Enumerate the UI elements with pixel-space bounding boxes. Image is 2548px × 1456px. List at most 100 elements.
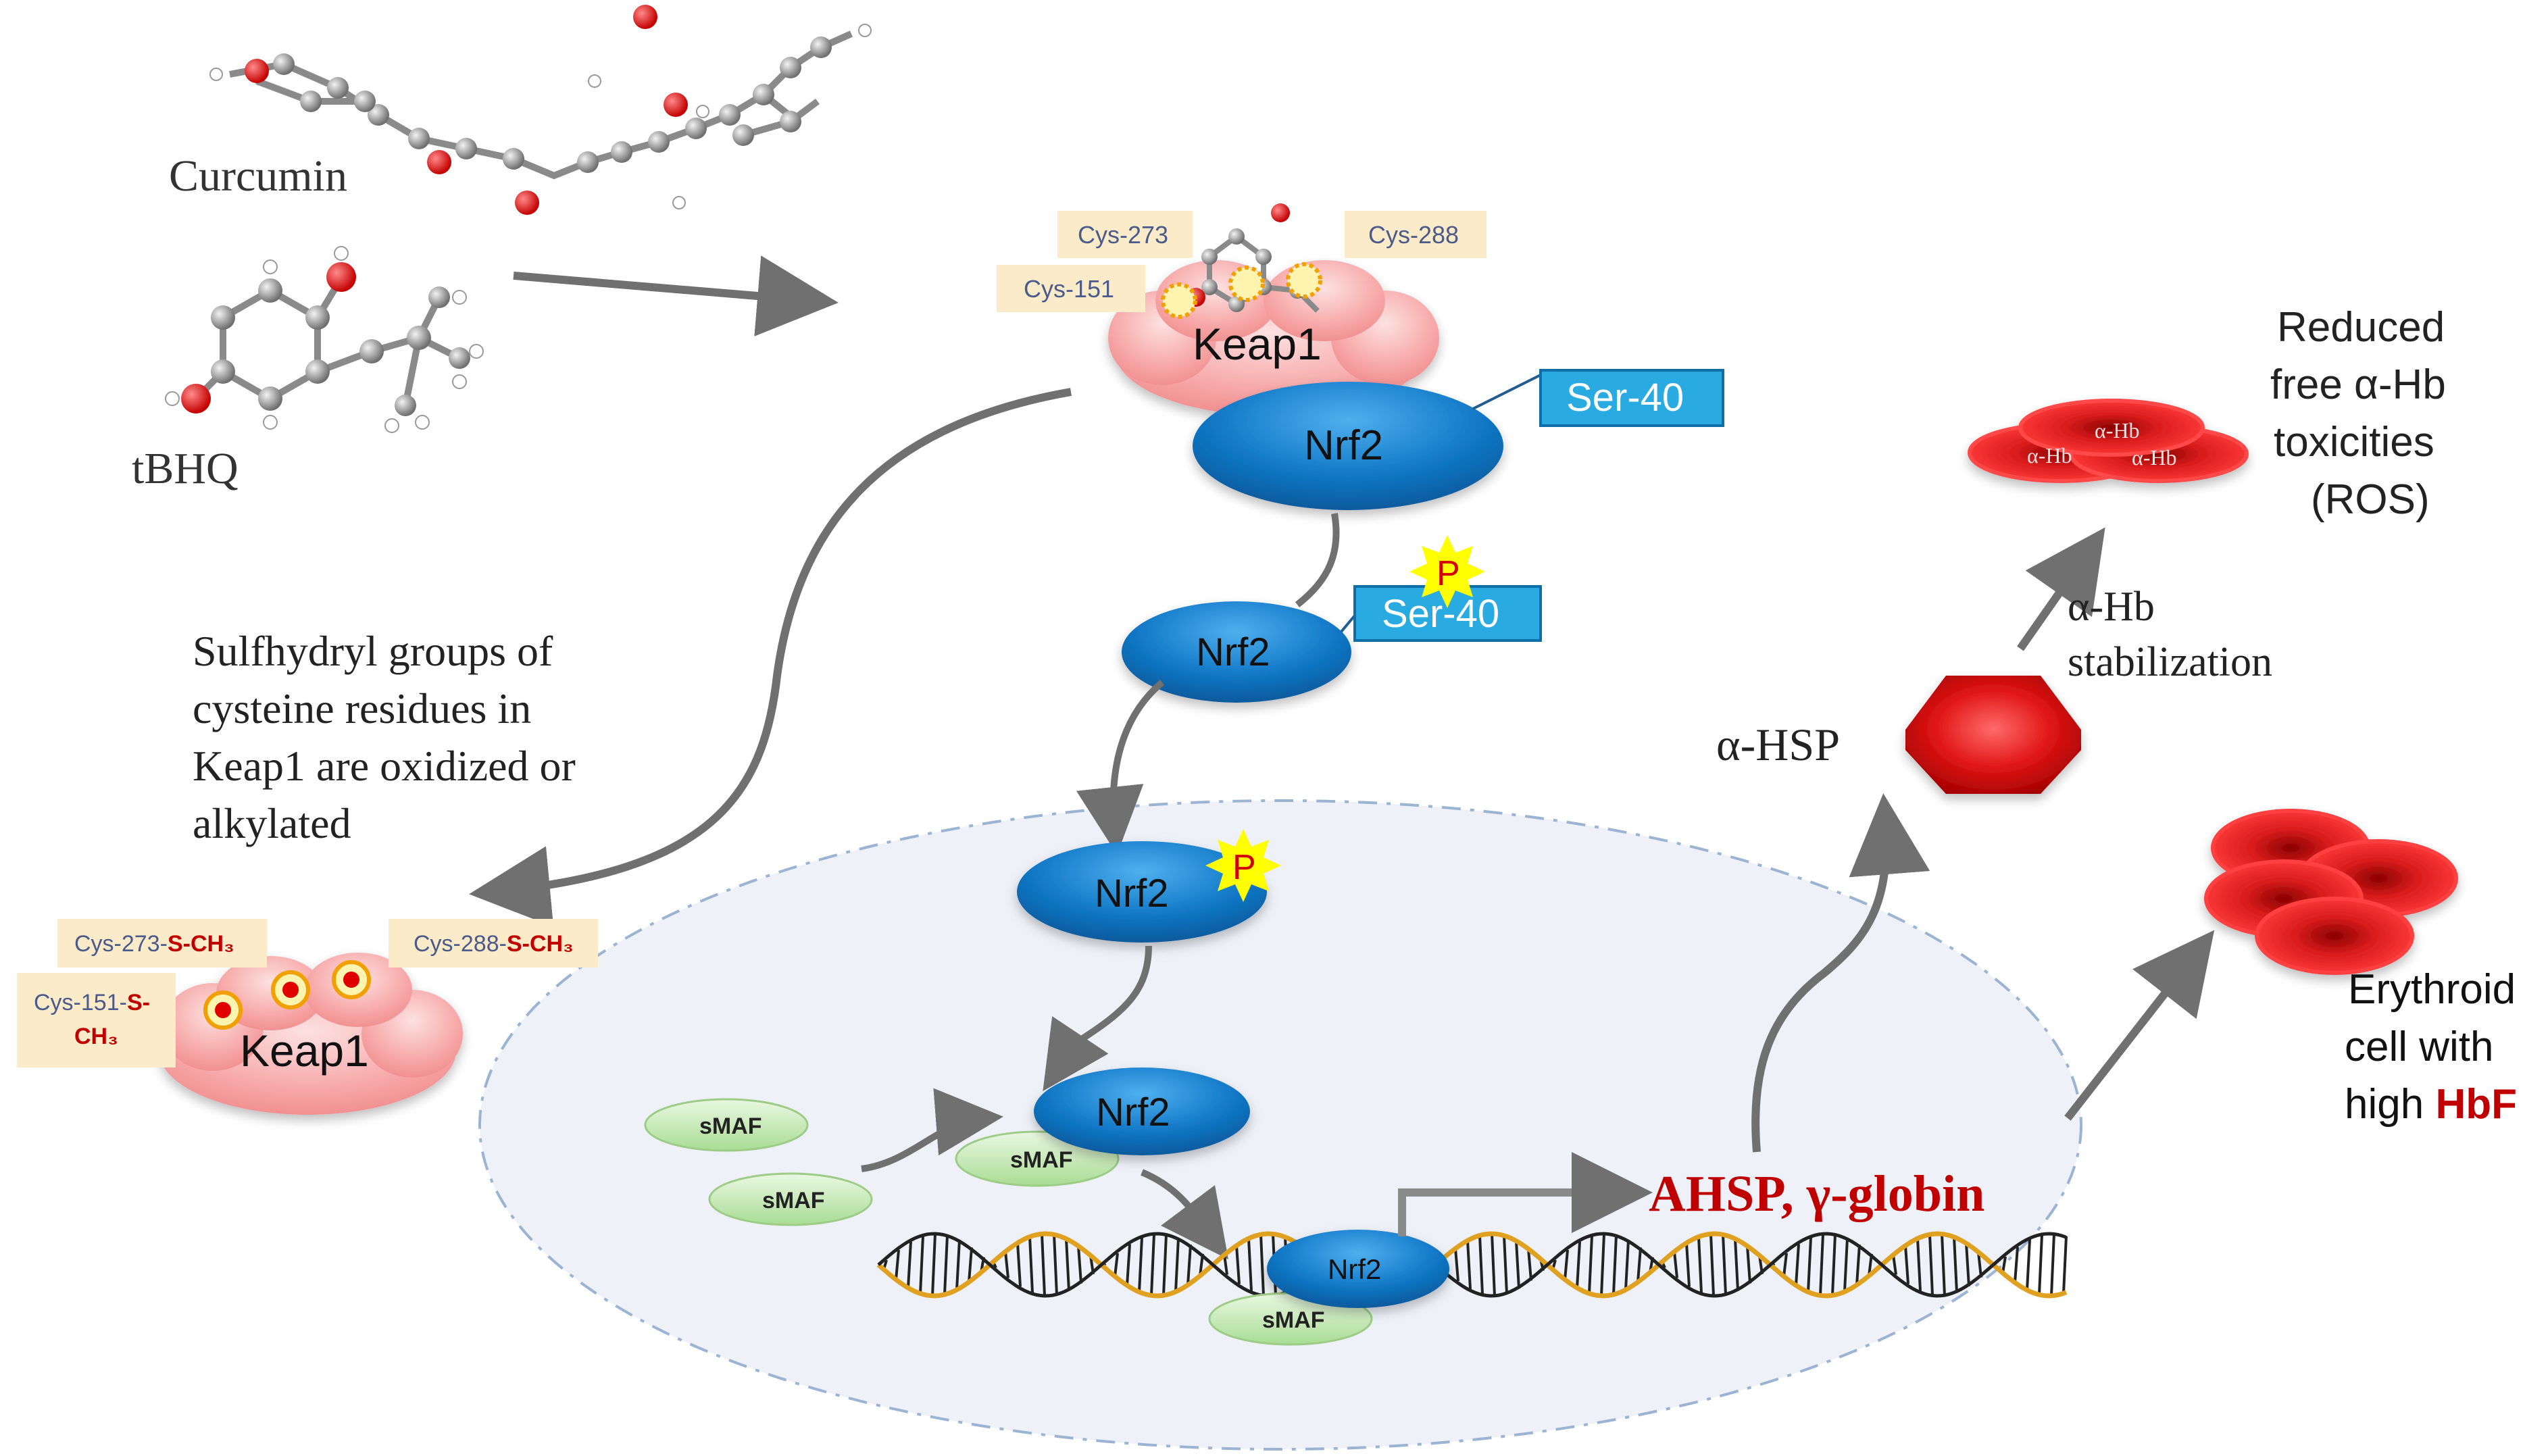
dna-rung: [1235, 1245, 1241, 1284]
arrow-to-dna: [1141, 1169, 1228, 1260]
dna-rung: [1004, 1251, 1009, 1278]
erythroid-hbf: HbF: [2435, 1081, 2517, 1128]
dna-rung: [1965, 1243, 1970, 1286]
reduced-line3: toxicities: [2274, 419, 2434, 466]
nrf2-dna-oval: [1267, 1230, 1449, 1308]
dna-rung: [1928, 1234, 1934, 1295]
cysteine-sites-bottom: [203, 960, 371, 1030]
stabilization-line2: stabilization: [2068, 639, 2272, 685]
smaf-dna-label: sMAF: [1262, 1307, 1325, 1333]
cys288-mod: S-CH₃: [507, 931, 574, 957]
dna-rung: [955, 1239, 961, 1290]
ser40-connector-top: [1472, 374, 1541, 410]
dna-rung: [1600, 1234, 1605, 1296]
dna-rung: [1624, 1239, 1630, 1290]
dna-rung: [1953, 1236, 1958, 1293]
dna-rung: [1138, 1237, 1143, 1292]
dna-rung: [1576, 1241, 1581, 1288]
smaf-free-2-label: sMAF: [762, 1188, 825, 1213]
cys288-base: Cys-288-: [414, 931, 507, 957]
molecules-to-keap1-arrow: [513, 255, 839, 336]
phosphate-p-phospho: P: [1232, 848, 1256, 887]
oxidation-note-line4: alkylated: [193, 799, 351, 847]
cys288-label-top: Cys-288: [1368, 221, 1459, 249]
dna-rung: [1114, 1253, 1119, 1277]
dna-rung: [1819, 1234, 1824, 1296]
smaf-dimer-label: sMAF: [1010, 1147, 1073, 1173]
smaf-free-1: [644, 1098, 809, 1152]
dna-rung: [1247, 1238, 1253, 1292]
phosphate-star-mid: [1409, 535, 1485, 608]
erythroid-line3: high HbF: [2345, 1081, 2517, 1128]
dna-rung: [1843, 1238, 1849, 1292]
erythroid-line2: cell with: [2345, 1024, 2494, 1070]
dna-rung: [907, 1241, 912, 1288]
nrf2-dimer-oval: [1034, 1068, 1250, 1155]
dna-rung: [1904, 1245, 1909, 1284]
dna-rung: [1016, 1242, 1022, 1287]
dna-rung: [1722, 1234, 1727, 1295]
arrow-to-dimer: [1043, 945, 1152, 1091]
cys273-tag-bottom: [57, 919, 267, 968]
nrf2-released-oval: [1122, 601, 1351, 703]
dna-rung: [1782, 1253, 1788, 1277]
dna-rung: [968, 1247, 973, 1282]
phosphate-p-mid: P: [1437, 554, 1460, 593]
dna-rung: [1612, 1234, 1618, 1295]
hb-cell-label-1: α-Hb: [2095, 418, 2140, 443]
nrf2-phospho-label: Nrf2: [1095, 872, 1169, 915]
dna-rung: [1126, 1244, 1131, 1286]
cys151-label-bottom-2: CH₃: [74, 1024, 118, 1049]
arrow-to-ahsp: [1751, 793, 1930, 1153]
dna-rung: [1685, 1242, 1691, 1287]
dna-rung: [1186, 1245, 1192, 1285]
arrow-keap1-oxidized: [469, 388, 1072, 927]
dna-rung: [2050, 1234, 2055, 1296]
nrf2-bound-oval: [1193, 382, 1503, 510]
nrf2-dimer-label: Nrf2: [1096, 1090, 1170, 1134]
target-genes-label: AHSP, γ-globin: [1649, 1165, 1984, 1222]
dna-rung: [1478, 1235, 1484, 1295]
dna-rung: [1259, 1234, 1265, 1295]
cys151-base: Cys-151-: [34, 990, 127, 1015]
reduced-line4: (ROS): [2311, 476, 2430, 523]
dna-rung: [1831, 1234, 1837, 1296]
dna-rung: [1892, 1255, 1897, 1275]
nrf2-bound-label: Nrf2: [1304, 422, 1383, 469]
dna-strand-a: [876, 1231, 2068, 1299]
dna-rung: [931, 1234, 936, 1296]
tbhq-label: tBHQ: [132, 444, 239, 493]
dna-rung: [1564, 1249, 1569, 1280]
dna-rung: [1174, 1238, 1180, 1292]
curcumin-molecule: [209, 5, 872, 215]
stabilization-line1: α-Hb: [2068, 584, 2155, 630]
cys273-base: Cys-273-: [74, 931, 168, 957]
dna-rung: [1503, 1235, 1508, 1295]
erythroid-line1: Erythroid: [2348, 966, 2516, 1013]
dna-rung: [1734, 1238, 1739, 1291]
cys273-mod: S-CH₃: [168, 931, 234, 957]
cys288-tag-top: [1345, 211, 1487, 258]
dna-rung: [919, 1236, 924, 1294]
arrow-to-nucleus: [1076, 680, 1165, 855]
curcumin-label: Curcumin: [169, 151, 347, 201]
dna-rung: [1637, 1247, 1642, 1282]
dna-rung: [1077, 1246, 1082, 1284]
cys151-mod: S-: [127, 990, 150, 1015]
dna-rung: [1041, 1234, 1046, 1296]
dna-rung: [2001, 1256, 2007, 1274]
cys151-label-bottom: Cys-151-S-: [34, 990, 150, 1015]
ser40-tag-top: [1539, 369, 1724, 427]
dna-rung: [1053, 1234, 1058, 1295]
cys151-label-top: Cys-151: [1024, 275, 1114, 303]
nrf2-released-label: Nrf2: [1196, 630, 1270, 674]
oxidation-note-line2: cysteine residues in: [193, 684, 531, 732]
dna-rung: [1162, 1234, 1168, 1296]
cys288-tag-bottom: [389, 919, 598, 968]
dna-rung: [1673, 1251, 1678, 1278]
arrow-smaf-to-dimer: [861, 1088, 1003, 1172]
keap1-cloud-bottom: [159, 953, 463, 1115]
transcription-arrow: [1398, 1152, 1653, 1236]
hb-cells-cluster: [1968, 399, 2249, 483]
cys288-label-bottom: Cys-288-S-CH₃: [414, 931, 574, 957]
